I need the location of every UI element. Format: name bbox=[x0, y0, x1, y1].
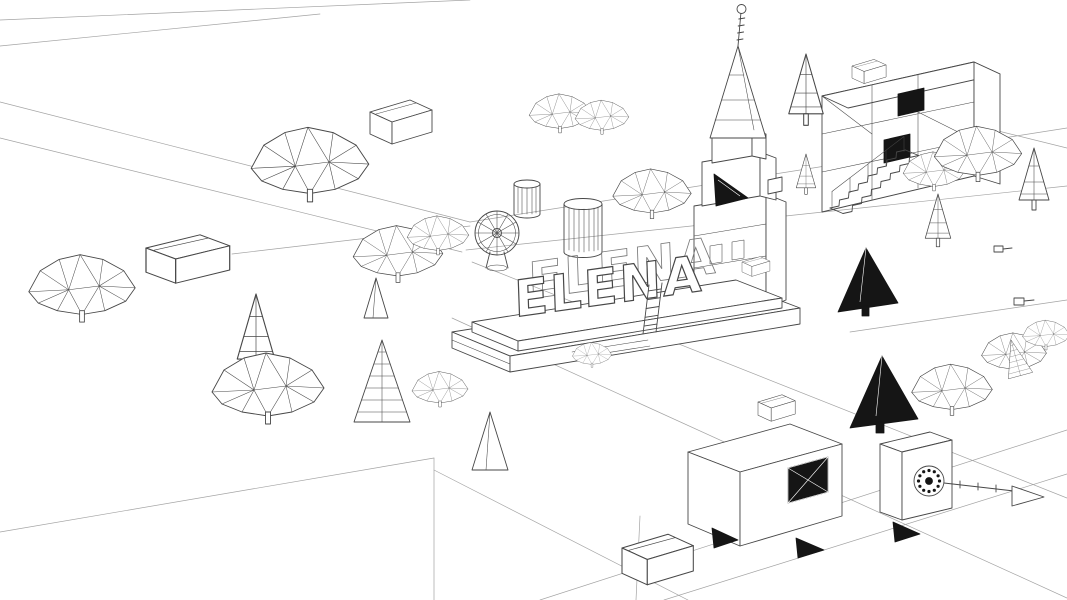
striped-cylinder-big bbox=[563, 198, 603, 258]
ladder bbox=[642, 282, 663, 335]
dark-pine-upper bbox=[837, 247, 899, 317]
white-cone-large bbox=[471, 411, 509, 471]
fan-dots bbox=[916, 468, 942, 494]
flag-pennant bbox=[1011, 485, 1045, 507]
peg-right-2 bbox=[993, 245, 1013, 253]
tower-dark-banner bbox=[713, 173, 749, 207]
antenna bbox=[736, 11, 746, 47]
striped-cylinder-small bbox=[513, 179, 541, 219]
fan-box bbox=[879, 431, 953, 521]
spire bbox=[709, 45, 767, 139]
peg-right-1 bbox=[1013, 297, 1035, 306]
antenna-ball bbox=[736, 4, 747, 14]
building-opening-1 bbox=[897, 87, 925, 117]
flag-pole bbox=[943, 480, 1015, 493]
crate-x-panel bbox=[787, 456, 829, 504]
stair-railing bbox=[831, 136, 905, 207]
dark-banner-3 bbox=[711, 527, 739, 549]
dark-banner-1 bbox=[892, 521, 921, 543]
spoke-wheel bbox=[474, 210, 520, 272]
dark-pine-lower bbox=[849, 355, 919, 434]
lower-right-complex bbox=[687, 394, 1045, 559]
dark-banner-2 bbox=[795, 537, 825, 559]
white-cone-small bbox=[363, 277, 389, 319]
